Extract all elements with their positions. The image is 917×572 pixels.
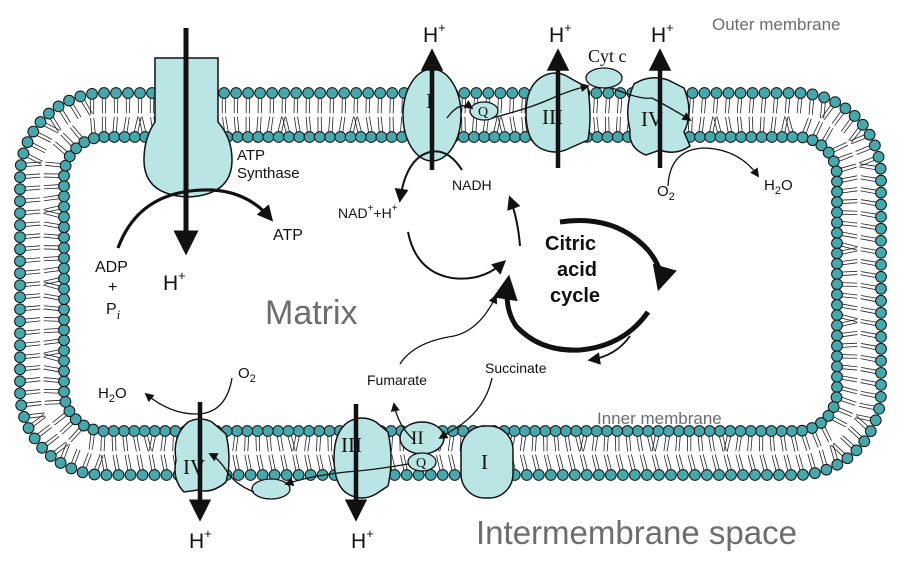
nadh-to-complex-I-arrow (394, 150, 463, 203)
labels: Outer membrane Inner membrane Matrix Int… (95, 15, 841, 553)
electron-path-IV-to-water (667, 147, 760, 187)
cyt-c-label: Cyt c (588, 46, 627, 66)
complex-I-top-h-plus: H+ (423, 20, 446, 47)
citric-label-line1: Citric (545, 233, 596, 255)
nad-main: NAD (338, 205, 368, 221)
electron-path-bottom-Q-to-III (284, 463, 409, 487)
complex-III-bottom-h: H (351, 530, 366, 553)
water-top-label: H2O (764, 177, 793, 197)
atp-synthase-label-line1: ATP (237, 147, 265, 164)
fumarate-to-citric-arrow (399, 294, 498, 365)
citric-acid-cycle-ring-right (559, 218, 677, 292)
matrix-label: Matrix (265, 294, 358, 332)
citric-acid-cycle-ring-left (492, 274, 651, 353)
atp-synthase-h: H (163, 272, 178, 295)
water-bottom-h: H (98, 385, 109, 402)
complex-III-top-h-plus: H+ (549, 20, 572, 47)
complex-II-to-fumarate-arrow (390, 402, 415, 441)
complex-IV-top-h: H (651, 24, 666, 47)
outer-membrane-label: Outer membrane (712, 15, 841, 34)
water-bottom-label: H2O (98, 385, 127, 405)
electron-path-bottom-cytc-to-IV (208, 453, 255, 493)
citric-to-nadh-arrow (507, 195, 521, 247)
complex-IV-bottom-label: IV (183, 455, 205, 479)
oxygen-bottom-o: O (238, 365, 250, 382)
nad-plus-label: NAD++H+ (338, 203, 398, 221)
atp-synthase-label-line2: Synthase (237, 165, 300, 182)
nad-sup: + (368, 203, 374, 214)
quinone-bottom (407, 452, 437, 472)
nadh-label: NADH (452, 177, 492, 193)
proton-pump-arrows (173, 28, 672, 522)
succinate-label: Succinate (485, 360, 547, 376)
lipid-heads (14, 87, 887, 481)
quinone-top (469, 101, 499, 121)
quinone-top-label: Q (478, 105, 488, 120)
electron-path-I-to-Q (446, 100, 474, 119)
complex-III-top-label: III (542, 105, 563, 129)
adp-label: ADP (95, 259, 128, 276)
complex-III-bottom-h-sup: + (366, 526, 374, 541)
complex-IV-top-h-plus: H+ (651, 20, 674, 47)
complex-I-top-h-sup: + (438, 20, 446, 35)
phosphate-label: Pi (106, 301, 121, 322)
adp-plus-label: + (108, 279, 117, 296)
water-bottom-2: 2 (109, 393, 115, 405)
fumarate-label: Fumarate (367, 372, 427, 388)
succinate-to-complex-II-arrow (438, 377, 493, 439)
complex-IV-bottom-h: H (189, 530, 204, 553)
citric-label-line2: acid (557, 259, 597, 281)
atp-synthase-h-sup: + (178, 268, 186, 283)
water-bottom-o: O (115, 385, 127, 402)
electron-path-Q-to-cytc (491, 83, 590, 119)
inner-membrane-label: Inner membrane (597, 409, 722, 428)
phosphate-sub: i (117, 307, 121, 322)
adp-to-atp-arrow (116, 188, 274, 249)
electron-path-cytc-to-IV (611, 87, 692, 122)
oxygen-bottom-label: O2 (238, 365, 256, 385)
complex-III-top-h: H (549, 24, 564, 47)
oxygen-top-o: O (657, 183, 669, 200)
reaction-arrows (116, 83, 760, 493)
complex-IV-bottom-h-plus: H+ (189, 526, 212, 553)
complex-IV-top-label: IV (641, 107, 663, 131)
complex-III-bottom-label: III (341, 433, 362, 457)
complex-III-bottom (333, 417, 392, 499)
complex-III-top-h-sup: + (564, 20, 572, 35)
oxygen-top-2: 2 (669, 191, 675, 203)
complex-IV-top-h-sup: + (666, 20, 674, 35)
nad-plus-h: +H (373, 205, 391, 221)
complex-I-top-label: I (426, 89, 433, 113)
water-top-h: H (764, 177, 775, 194)
complex-I-bottom (460, 425, 514, 499)
nad-to-citric-arrow (407, 231, 507, 280)
complex-III-bottom-h-plus: H+ (351, 526, 374, 553)
oxygen-bottom-2: 2 (250, 373, 256, 385)
phosphate-p: P (106, 301, 117, 318)
atp-synthase-h-plus: H+ (163, 268, 186, 295)
intermembrane-space-label: Intermembrane space (476, 514, 797, 551)
quinone-bottom-label: Q (416, 456, 426, 471)
citric-label-line3: cycle (550, 285, 600, 307)
atp-label: ATP (273, 227, 303, 244)
oxygen-top-label: O2 (657, 183, 675, 203)
cytochrome-c-bottom (251, 478, 291, 500)
complex-I-top-h: H (423, 24, 438, 47)
water-top-2: 2 (775, 185, 781, 197)
complex-I-bottom-label: I (481, 450, 488, 474)
complex-II-bottom-label: II (411, 428, 424, 449)
cytochrome-c-top (585, 67, 623, 89)
complex-IV-bottom-h-sup: + (204, 526, 212, 541)
electron-path-bottom-IV-to-water (144, 377, 233, 415)
water-top-o: O (781, 177, 793, 194)
nad-h-sup: + (392, 203, 398, 214)
citric-to-succinate-arrow (587, 335, 631, 365)
